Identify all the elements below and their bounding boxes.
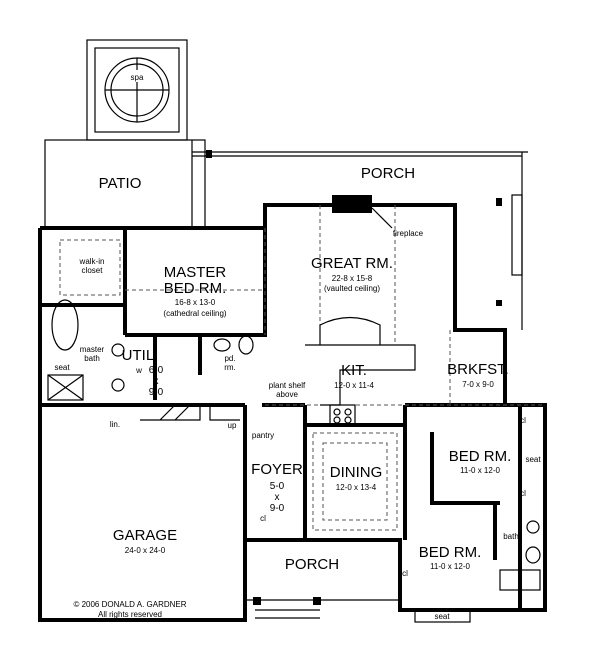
kitchen-dim: 12-0 x 11-4 bbox=[334, 381, 374, 390]
bedroom-1-label: BED RM. bbox=[449, 448, 512, 465]
bedroom-1-dim: 11-0 x 12-0 bbox=[460, 466, 500, 475]
util-w: w bbox=[135, 366, 142, 375]
great-room-note: (vaulted ceiling) bbox=[324, 284, 380, 293]
master-dim: 16-8 x 13-0 bbox=[175, 298, 216, 307]
copyright: © 2006 DONALD A. GARDNER bbox=[73, 600, 186, 609]
front-porch bbox=[245, 597, 400, 619]
bath-label: bath bbox=[503, 532, 519, 541]
copyright-rights: All rights reserved bbox=[98, 610, 162, 619]
pd-rm-label-2: rm. bbox=[224, 363, 236, 372]
breakfast-dim: 7-0 x 9-0 bbox=[462, 380, 494, 389]
util-label: UTIL. bbox=[122, 347, 159, 364]
spa bbox=[86, 39, 188, 141]
closet-label-1: cl bbox=[520, 416, 526, 425]
foyer-label: FOYER bbox=[251, 461, 303, 478]
master-label: MASTER bbox=[164, 264, 227, 281]
foyer-closet-label: cl bbox=[260, 514, 266, 523]
bathtub-icon bbox=[51, 299, 79, 351]
spa-label: spa bbox=[131, 73, 144, 82]
plant-shelf-label: plant shelf bbox=[269, 381, 306, 390]
master-bath-label-2: bath bbox=[84, 354, 100, 363]
seat-label: seat bbox=[54, 363, 70, 372]
garage-dim: 24-0 x 24-0 bbox=[125, 546, 166, 555]
labels: spa PATIO PORCH fireplace walk-in closet… bbox=[54, 73, 541, 621]
garage-label: GARAGE bbox=[113, 527, 177, 544]
util-dim-2: 9-0 bbox=[149, 387, 164, 398]
kitchen-label: KIT. bbox=[341, 362, 367, 379]
foyer-dim-1: 5-0 bbox=[270, 481, 285, 492]
walk-in-closet-label-2: closet bbox=[82, 266, 104, 275]
plant-shelf-label-2: above bbox=[276, 390, 298, 399]
patio-label: PATIO bbox=[99, 175, 142, 192]
pantry-label: pantry bbox=[252, 431, 274, 440]
great-room-dim: 22-8 x 15-8 bbox=[332, 274, 373, 283]
master-note: (cathedral ceiling) bbox=[163, 309, 226, 318]
foyer-dim-x: x bbox=[275, 492, 280, 503]
foyer-dim-2: 9-0 bbox=[270, 503, 285, 514]
closet-label-2: cl bbox=[520, 489, 526, 498]
bed-2-seat-label: seat bbox=[434, 612, 450, 621]
stairs-up-label: up bbox=[228, 421, 237, 430]
master-bath-label: master bbox=[80, 345, 105, 354]
bedroom-2-dim: 11-0 x 12-0 bbox=[430, 562, 470, 571]
fireplace-label: fireplace bbox=[393, 229, 424, 238]
front-porch-label: PORCH bbox=[285, 556, 339, 573]
bed-1-seat-label: seat bbox=[525, 455, 541, 464]
rear-porch bbox=[192, 150, 528, 330]
fireplace-icon bbox=[332, 195, 372, 213]
linen-label: lin. bbox=[110, 420, 120, 429]
pd-rm-label: pd. bbox=[224, 354, 235, 363]
dining-dim: 12-0 x 13-4 bbox=[336, 483, 377, 492]
breakfast-label: BRKFST. bbox=[447, 361, 509, 378]
walk-in-closet-label: walk-in bbox=[79, 257, 105, 266]
util-dim-x: x bbox=[154, 376, 159, 387]
rear-porch-label: PORCH bbox=[361, 165, 415, 182]
ceiling-lines bbox=[59, 205, 545, 531]
dining-label: DINING bbox=[330, 464, 383, 481]
bedroom-2-label: BED RM. bbox=[419, 544, 482, 561]
util-dim-1: 6-0 bbox=[149, 365, 164, 376]
master-label-2: BED RM. bbox=[164, 280, 227, 297]
bed-2-closet-label: cl bbox=[402, 569, 408, 578]
great-room-label: GREAT RM. bbox=[311, 255, 393, 272]
